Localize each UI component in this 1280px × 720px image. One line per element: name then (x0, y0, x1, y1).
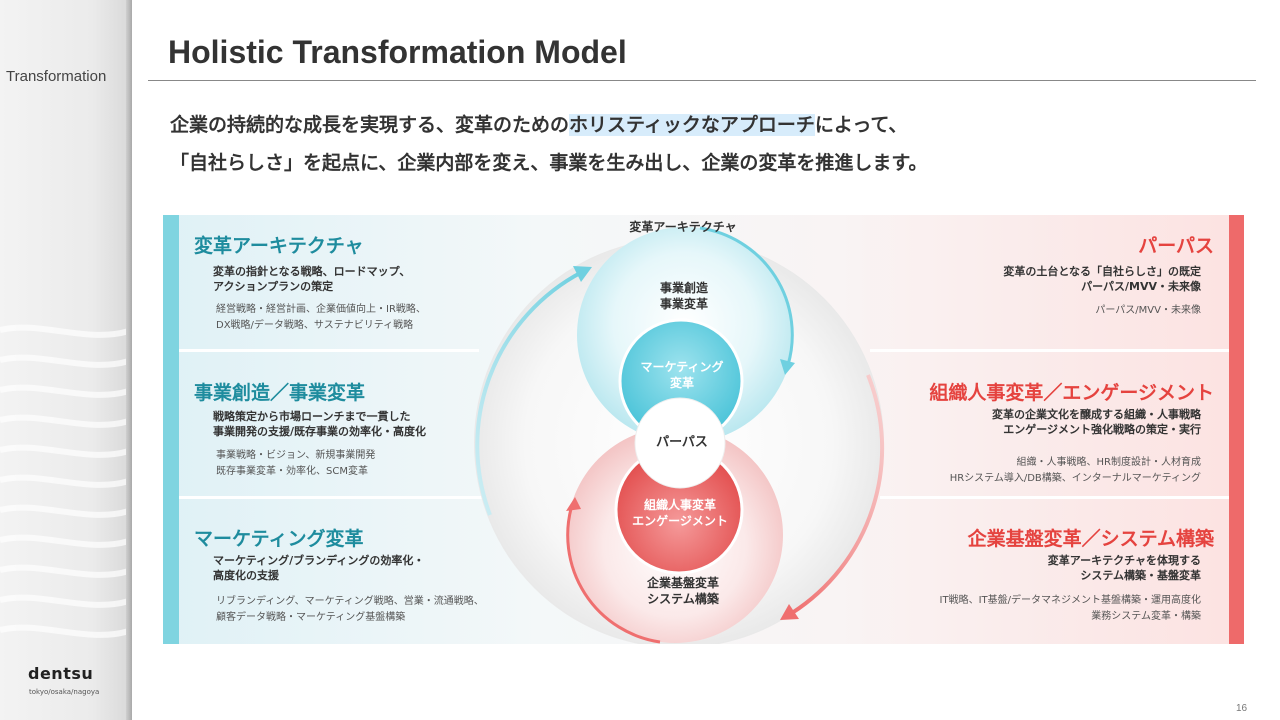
diagram-marketing-line: 変革 (669, 376, 695, 390)
marketing-sub-line: リブランディング、マーケティング戦略、営業・流通戦略、 (216, 596, 484, 607)
page-number: 16 (1236, 703, 1248, 714)
lead-line-1-post: によって、 (814, 114, 908, 136)
business-sub-line: 既存事業変革・効率化、SCM変革 (216, 466, 368, 477)
system-sub-line: 業務システム変革・構築 (1091, 611, 1201, 622)
marketing-desc-line: マーケティング/ブランディングの効率化・ (213, 554, 425, 567)
title-underline (148, 80, 1256, 81)
lead-line-1-pre: 企業の持続的な成長を実現する、変革のための (170, 114, 570, 136)
diagram-upper-line: 事業変革 (659, 297, 709, 311)
diagram-upper-line: 事業創造 (659, 281, 709, 295)
diagram-graphic (474, 226, 885, 648)
wave-pattern (0, 324, 132, 638)
diagram-center-label: パーパス (656, 435, 708, 450)
architecture-desc-line: 変革の指針となる戦略、ロードマップ、 (213, 265, 411, 278)
system-title: 企業基盤変革／システム構築 (967, 528, 1214, 550)
architecture-title: 変革アーキテクチャ (194, 235, 364, 257)
business-title: 事業創造／事業変革 (194, 382, 366, 404)
dentsu-logo: dentsu (28, 664, 94, 683)
marketing-sub-line: 顧客データ戦略・マーケティング基盤構築 (216, 612, 406, 623)
purpose-title: パーパス (1138, 235, 1214, 257)
lead-highlight: ホリスティックなアプローチ (569, 114, 815, 136)
architecture-sub: 経営戦略・経営計画、企業価値向上・IR戦略、 DX戦略/データ戦略、サステナビリ… (216, 302, 426, 334)
diagram-org-label: 組織人事変革 エンゲージメント (632, 497, 728, 529)
business-desc-line: 戦略策定から市場ローンチまで一貫した (213, 410, 411, 423)
right-divider-1 (870, 349, 1229, 352)
architecture-sub-line: 経営戦略・経営計画、企業価値向上・IR戦略、 (216, 304, 426, 315)
purpose-desc: 変革の土台となる「自社らしさ」の既定 パーパス/MVV・未来像 (1003, 264, 1201, 294)
transformation-diagram: 変革アーキテクチャ 事業創造 事業変革 マーケティング 変革 パーパス 組織人事… (470, 215, 890, 648)
lead-line-2: 「自社らしさ」を起点に、企業内部を変え、事業を生み出し、企業の変革を推進します。 (170, 152, 928, 174)
business-desc: 戦略策定から市場ローンチまで一貫した 事業開発の支援/既存事業の効率化・高度化 (213, 409, 426, 439)
diagram-marketing-label: マーケティング 変革 (640, 359, 723, 391)
diagram-org-line: エンゲージメント (632, 514, 728, 528)
org-sub-line: HRシステム導入/DB構築、インターナルマーケティング (949, 473, 1201, 484)
architecture-desc: 変革の指針となる戦略、ロードマップ、 アクションプランの策定 (213, 264, 410, 294)
system-desc: 変革アーキテクチャを体現する システム構築・基盤変革 (1048, 553, 1201, 583)
page-title: Holistic Transformation Model (168, 34, 627, 70)
business-sub-line: 事業戦略・ビジョン、新規事業開発 (216, 450, 376, 461)
sidebar: Transformation dentsu tokyo/osaka/nagoya (0, 0, 132, 720)
left-accent-bar (163, 215, 179, 644)
left-divider-1 (179, 349, 479, 352)
org-desc-line: エンゲージメント強化戦略の策定・実行 (1003, 423, 1201, 436)
system-desc-line: 変革アーキテクチャを体現する (1047, 554, 1201, 567)
diagram-lower-label: 企業基盤変革 システム構築 (647, 575, 719, 607)
diagram-lower-line: システム構築 (647, 592, 719, 606)
system-desc-line: システム構築・基盤変革 (1080, 569, 1201, 582)
org-sub-line: 組織・人事戦略、HR制度設計・人材育成 (1016, 457, 1201, 468)
right-accent-bar (1229, 215, 1244, 644)
logo-subtitle: tokyo/osaka/nagoya (29, 688, 100, 696)
lead-line-1: 企業の持続的な成長を実現する、変革のためのホリスティックなアプローチによって、 (170, 110, 907, 137)
marketing-sub: リブランディング、マーケティング戦略、営業・流通戦略、 顧客データ戦略・マーケテ… (216, 594, 484, 626)
diagram-org-line: 組織人事変革 (643, 498, 717, 512)
left-divider-2 (179, 496, 499, 499)
system-sub-line: IT戦略、IT基盤/データマネジメント基盤構築・運用高度化 (939, 595, 1201, 606)
org-sub: 組織・人事戦略、HR制度設計・人材育成 HRシステム導入/DB構築、インターナル… (950, 455, 1201, 487)
diagram-upper-label: 事業創造 事業変革 (660, 280, 708, 312)
section-label: Transformation (6, 68, 107, 85)
marketing-desc: マーケティング/ブランディングの効率化・ 高度化の支援 (213, 553, 424, 583)
business-sub: 事業戦略・ビジョン、新規事業開発 既存事業変革・効率化、SCM変革 (216, 448, 375, 480)
purpose-desc-line: 変革の土台となる「自社らしさ」の既定 (1003, 265, 1201, 278)
purpose-desc-line: パーパス/MVV・未来像 (1081, 280, 1201, 293)
architecture-sub-line: DX戦略/データ戦略、サステナビリティ戦略 (216, 320, 414, 331)
purpose-sub-line: パーパス/MVV・未来像 (1095, 305, 1201, 316)
org-desc-line: 変革の企業文化を醸成する組織・人事戦略 (992, 408, 1201, 421)
org-title: 組織人事変革／エンゲージメント (929, 382, 1214, 404)
business-desc-line: 事業開発の支援/既存事業の効率化・高度化 (213, 425, 427, 438)
diagram-marketing-line: マーケティング (640, 360, 724, 374)
marketing-title: マーケティング変革 (194, 528, 364, 550)
org-desc: 変革の企業文化を醸成する組織・人事戦略 エンゲージメント強化戦略の策定・実行 (992, 407, 1201, 437)
diagram-lower-line: 企業基盤変革 (646, 576, 720, 590)
marketing-desc-line: 高度化の支援 (213, 569, 279, 582)
right-divider-2 (880, 496, 1229, 499)
system-sub: IT戦略、IT基盤/データマネジメント基盤構築・運用高度化 業務システム変革・構… (940, 593, 1201, 625)
sidebar-edge (126, 0, 132, 720)
diagram-top-label: 変革アーキテクチャ (629, 220, 737, 234)
purpose-sub: パーパス/MVV・未来像 (1095, 303, 1201, 319)
architecture-desc-line: アクションプランの策定 (213, 280, 334, 293)
